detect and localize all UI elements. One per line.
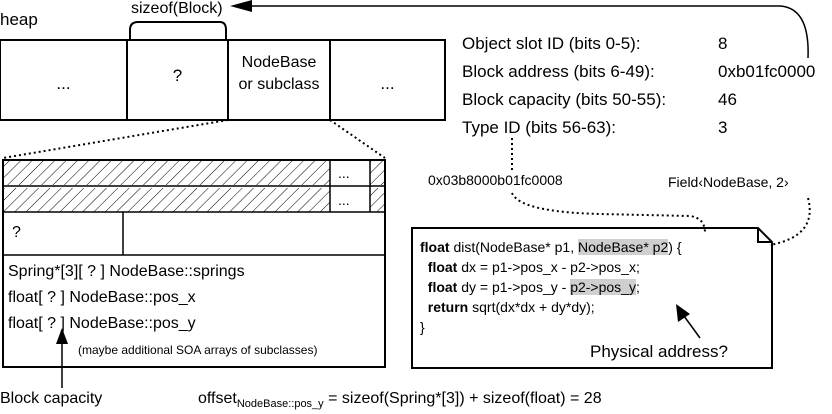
soa-array-pos-x: float[ ? ] NodeBase::pos_x — [8, 289, 196, 306]
offset-formula: offsetNodeBase::pos_y = sizeof(Spring*[3… — [198, 390, 602, 410]
heap-cell-2: ? — [172, 66, 183, 85]
zoom-line-left — [2, 119, 229, 159]
offset-subscript: NodeBase::pos_y — [236, 398, 324, 410]
highlight-p2-pos-y: p2->pos_y — [570, 279, 636, 295]
field-link — [769, 197, 811, 246]
soa-note: (maybe additional SOA arrays of subclass… — [78, 343, 318, 357]
packed-row-value: 3 — [718, 118, 728, 137]
soa-array-pos-y: float[ ? ] NodeBase::pos_y — [8, 315, 196, 332]
sizeof-brace — [129, 21, 227, 40]
block-header-cell: ? — [12, 224, 21, 241]
pointer-arrow-line — [250, 5, 809, 59]
phys-arrow-head — [676, 304, 690, 322]
heap-cell-3: NodeBase or subclass — [238, 54, 320, 93]
field-label: Field‹NodeBase, 2› — [668, 174, 789, 190]
hatch-ellipsis-2: ... — [338, 192, 350, 208]
code-snippet: float dist(NodeBase* p1, NodeBase* p2) {… — [420, 237, 682, 337]
packed-row-label: Block address (bits 6-49): — [462, 62, 655, 81]
phys-arrow-line — [683, 315, 701, 339]
physical-address-label: Physical address? — [590, 342, 728, 361]
highlight-param-p2: NodeBase* p2 — [577, 239, 669, 255]
sizeof-block-label: sizeof(Block) — [131, 0, 223, 17]
pointer-arrow-head — [230, 0, 252, 12]
packed-row-label: Type ID (bits 56-63): — [462, 118, 617, 137]
heap-label: heap — [0, 10, 38, 29]
hatch-row-2 — [4, 188, 330, 212]
typeid-link — [511, 138, 706, 234]
hatch-end-1 — [370, 161, 384, 185]
hatch-end-2 — [370, 188, 384, 212]
hatch-row-1 — [4, 161, 330, 185]
code-fold — [757, 228, 772, 243]
code-line-2: float dx = p1->pos_x - p2->pos_x; — [427, 259, 640, 275]
packed-row-value: 46 — [718, 90, 737, 109]
capacity-arrow-head — [56, 328, 68, 344]
block-frame — [2, 159, 386, 368]
packed-row-value: 8 — [718, 34, 728, 53]
code-line-5: } — [420, 319, 425, 335]
hatch-ellipsis-1: ... — [338, 165, 350, 181]
block-capacity-label: Block capacity — [0, 390, 103, 407]
heap-cell-4: ... — [380, 74, 395, 93]
code-line-1: float dist(NodeBase* p1, NodeBase* p2) { — [420, 239, 682, 255]
packed-row-value: 0xb01fc0000 — [718, 62, 816, 81]
packed-row-label: Object slot ID (bits 0-5): — [462, 34, 641, 53]
code-line-3: float dy = p1->pos_y - p2->pos_y; — [427, 279, 640, 295]
packed-hex-value: 0x03b8000b01fc0008 — [426, 172, 565, 188]
packed-row-label: Block capacity (bits 50-55): — [462, 90, 667, 109]
code-line-4: return sqrt(dx*dx + dy*dy); — [427, 299, 595, 315]
zoom-line-right — [329, 119, 386, 159]
soa-array-springs: Spring*[3][ ? ] NodeBase::springs — [8, 263, 245, 280]
heap-cell-1: ... — [56, 74, 71, 93]
code-frame — [411, 227, 773, 369]
